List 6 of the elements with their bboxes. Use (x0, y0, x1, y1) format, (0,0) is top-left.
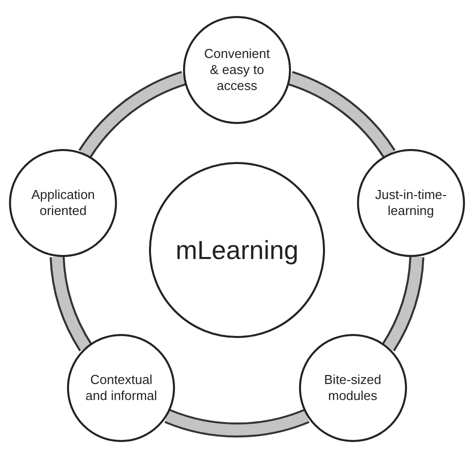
node-label: Just-in-time-learning (374, 187, 448, 220)
node-label: Bite-sized modules (323, 372, 382, 404)
node-label: mLearning (174, 234, 300, 266)
node-label: Convenient & easy to access (203, 46, 271, 94)
node-label: Application oriented (30, 187, 96, 220)
node-label: Contextual and informal (84, 372, 158, 404)
